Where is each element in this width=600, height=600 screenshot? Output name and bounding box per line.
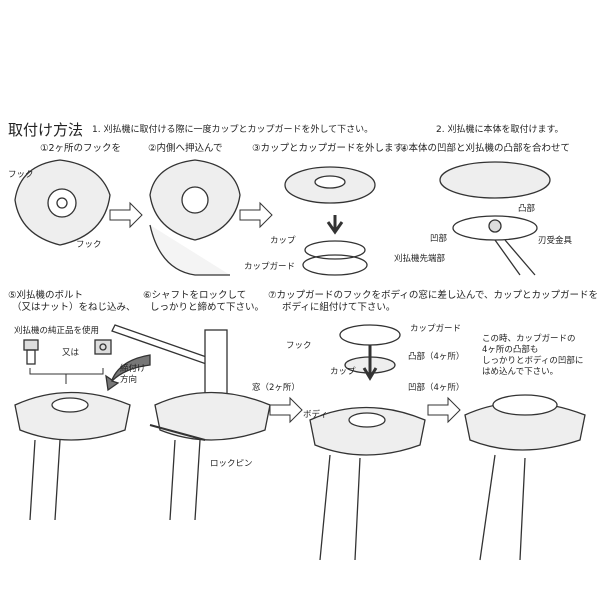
trimmer-body-drawing-1 bbox=[14, 391, 131, 521]
assembled-drawing bbox=[464, 394, 586, 561]
label-or: 又は bbox=[62, 348, 80, 358]
step-5: ⑤刈払機のボルト bbox=[8, 290, 84, 301]
instruction-2: 2. 刈払機に本体を取付けます。 bbox=[436, 125, 564, 135]
step-4: ④本体の凹部と刈払機の凸部を合わせて bbox=[400, 143, 571, 154]
label-cup-guard-2: カップガード bbox=[410, 324, 462, 334]
note-line-3: しっかりとボディの凹部に bbox=[482, 356, 584, 366]
label-blade-holder: 刃受金具 bbox=[538, 236, 573, 246]
note-line-4: はめ込んで下さい。 bbox=[482, 367, 559, 377]
label-protrusion: 凸部 bbox=[518, 204, 536, 214]
step-2: ②内側へ押込んで bbox=[148, 143, 223, 154]
arrow-icon bbox=[239, 201, 273, 229]
arrow-icon bbox=[427, 396, 461, 424]
label-protrusion-4: 凸部（4ヶ所） bbox=[408, 352, 465, 362]
label-window-2: 窓（2ヶ所） bbox=[252, 383, 300, 393]
label-trimmer-tip: 刈払機先端部 bbox=[394, 254, 446, 264]
mounting-drawing bbox=[439, 161, 551, 276]
page-title: 取付け方法 bbox=[8, 121, 84, 139]
trimmer-head-drawing-1 bbox=[14, 159, 111, 246]
nut-icon bbox=[94, 339, 112, 355]
label-hook-1: フック bbox=[8, 170, 34, 180]
label-cup: カップ bbox=[270, 236, 296, 246]
label-hook-2: フック bbox=[76, 240, 102, 250]
cup-removal-drawing bbox=[284, 166, 376, 276]
trimmer-body-drawing-2 bbox=[149, 391, 271, 521]
label-recess: 凹部 bbox=[430, 234, 448, 244]
label-recess-4: 凹部（4ヶ所） bbox=[408, 383, 465, 393]
step-7: ⑦カップガードのフックをボディの窓に差し込んで、カップとカップガードを bbox=[268, 290, 598, 301]
step-6b: しっかりと締めて下さい。 bbox=[150, 302, 265, 313]
label-hook-3: フック bbox=[286, 341, 312, 351]
label-cup-2: カップ bbox=[330, 367, 356, 377]
assembly-drawing bbox=[309, 324, 426, 561]
label-tighten-direction: 締付け 方向 bbox=[120, 364, 146, 385]
bolt-icon bbox=[23, 339, 39, 365]
label-cup-guard: カップガード bbox=[244, 262, 296, 272]
note-line-1: この時、カップガードの bbox=[482, 334, 576, 344]
note-line-2: 4ヶ所の凸部も bbox=[482, 345, 539, 355]
instruction-1: 1. 刈払機に取付ける際に一度カップとカップガードを外して下さい。 bbox=[92, 125, 374, 135]
label-lock-pin: ロックピン bbox=[210, 459, 253, 469]
step-6: ⑥シャフトをロックして bbox=[143, 290, 247, 301]
label-body: ボディ bbox=[303, 410, 328, 420]
arrow-icon bbox=[269, 396, 303, 424]
tighten-arrow-icon bbox=[105, 354, 151, 392]
trimmer-head-drawing-2 bbox=[149, 159, 241, 276]
step-5b: （又はナット）をねじ込み、 bbox=[12, 302, 136, 313]
arrow-icon bbox=[109, 201, 143, 229]
label-genuine-part: 刈払機の純正品を使用 bbox=[14, 326, 100, 336]
step-7b: ボディに組付けて下さい。 bbox=[282, 302, 396, 313]
step-3: ③カップとカップガードを外します。 bbox=[252, 143, 412, 154]
step-1: ①2ヶ所のフックを bbox=[40, 143, 122, 154]
